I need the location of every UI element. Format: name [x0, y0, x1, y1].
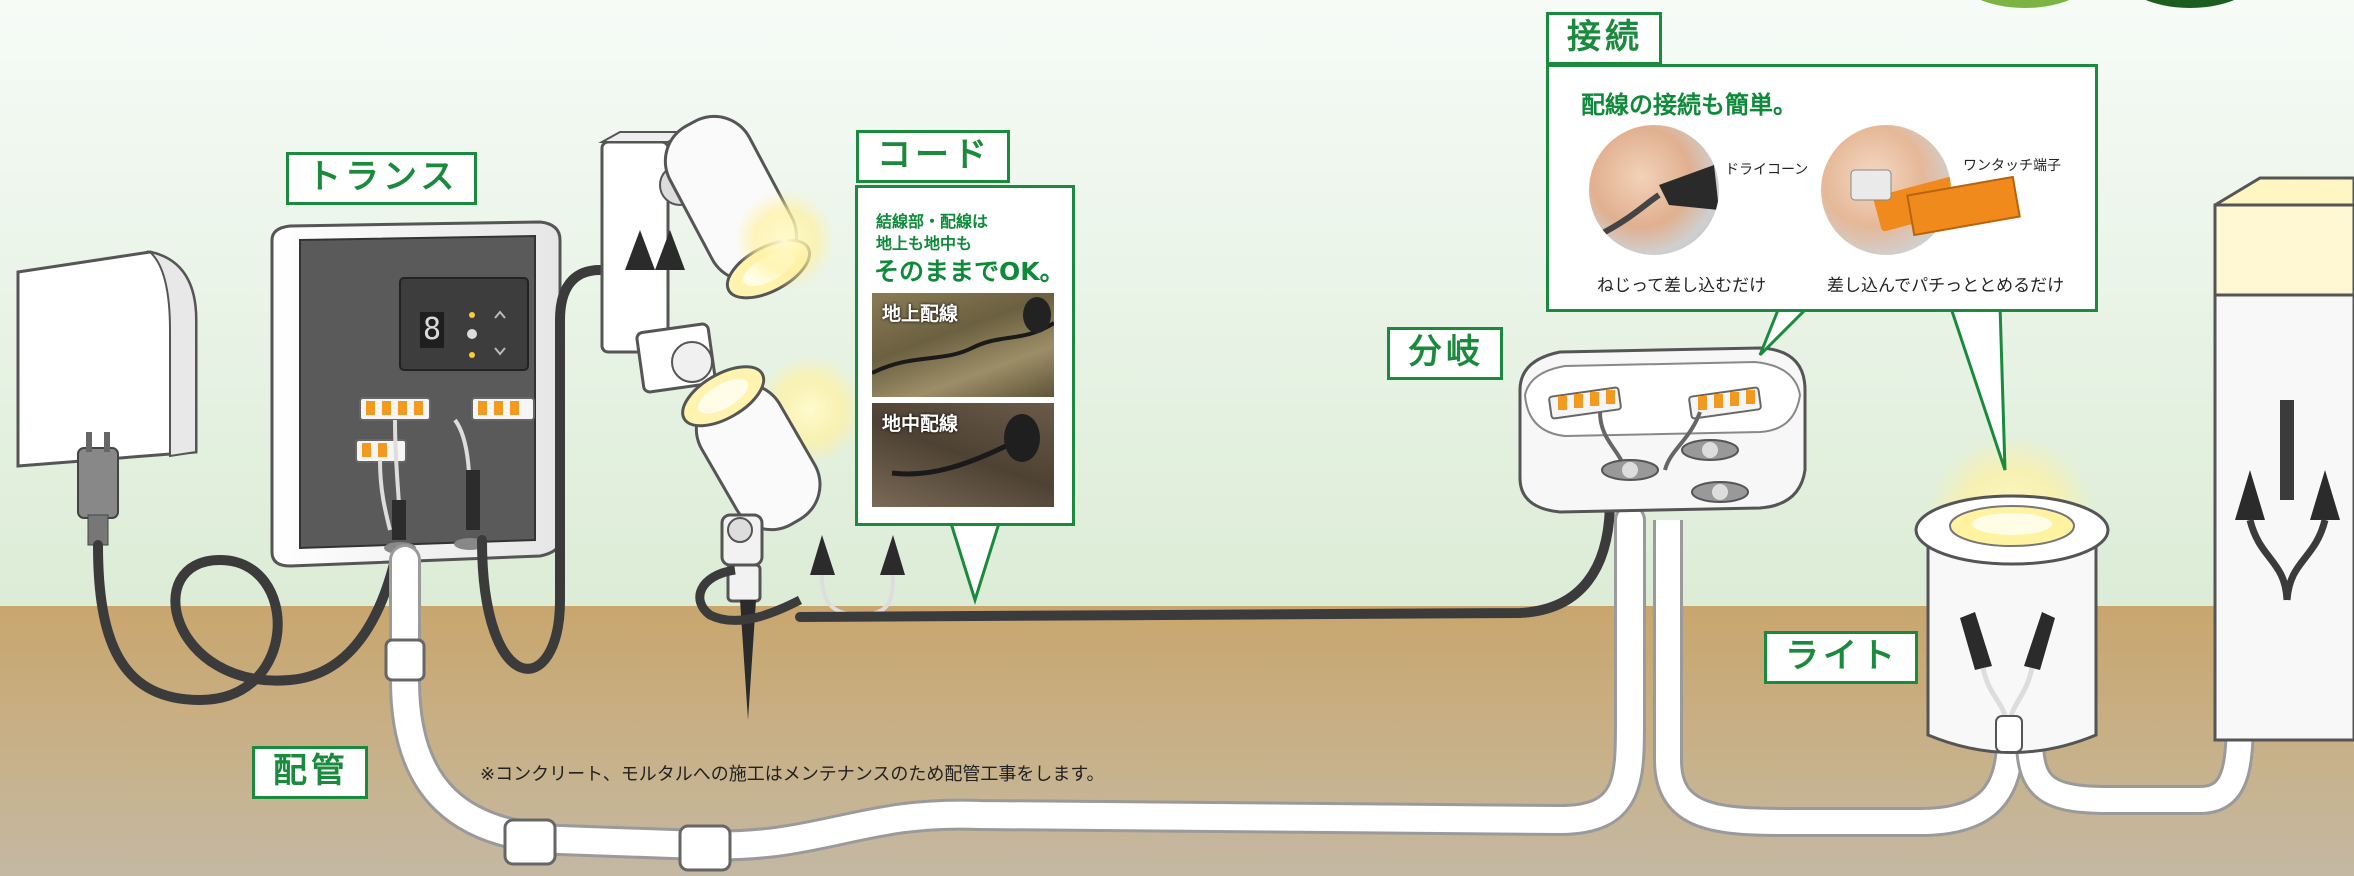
cord-callout: 結線部・配線は 地上も地中も そのままでOK。 地上配線 地中配線 — [855, 185, 1075, 526]
one-touch-terminal-name: ワンタッチ端子 — [1963, 158, 2061, 174]
transformer-label: トランス — [286, 152, 478, 206]
cable-to-wall-light — [477, 265, 605, 674]
conduit-couplings — [384, 638, 732, 872]
transformer-box — [270, 220, 562, 568]
cord-label: コード — [856, 130, 1010, 184]
dry-cone-photo — [1589, 125, 1719, 255]
bollard-light — [2213, 170, 2354, 742]
cord-callout-line1: 結線部・配線は — [876, 212, 989, 231]
cord-callout-pointer — [948, 519, 1002, 606]
transformer-display: 8 — [422, 312, 442, 347]
decor-circle-light — [1980, 0, 2070, 8]
one-touch-terminal-caption: 差し込んでパチっととめるだけ — [1827, 276, 2065, 296]
decor-circle-dark — [2145, 0, 2235, 8]
main-cable — [795, 495, 1615, 622]
conduit-main — [389, 504, 1646, 862]
connection-callout-pointer-right — [1948, 304, 2007, 471]
piping-label: 配管 — [252, 746, 368, 800]
installation-note: ※コンクリート、モルタルへの施工はメンテナンスのため配管工事をします。 — [480, 764, 1105, 785]
connection-callout-title: 配線の接続も簡単。 — [1581, 91, 1797, 119]
above-ground-caption: 地上配線 — [882, 303, 959, 325]
underground-wiring-photo: 地中配線 — [872, 403, 1054, 507]
underground-caption: 地中配線 — [882, 413, 959, 435]
connection-label: 接続 — [1546, 12, 1662, 66]
branch-label: 分岐 — [1387, 327, 1503, 381]
dry-cone-caption: ねじって差し込むだけ — [1597, 276, 1767, 296]
in-ground-light — [1914, 435, 2110, 754]
above-ground-wiring-photo: 地上配線 — [872, 293, 1054, 397]
outdoor-outlet — [16, 250, 198, 546]
dry-cone-name: ドライコーン — [1725, 162, 1809, 178]
power-cord — [93, 540, 400, 706]
spike-light — [681, 355, 905, 720]
light-label: ライト — [1764, 631, 1918, 685]
connection-callout: 配線の接続も簡単。 ドライコーン ねじって差し込むだけ ワンタッチ端子 差し込ん… — [1546, 64, 2098, 312]
cord-callout-line2: 地上も地中も — [876, 234, 973, 253]
branch-box — [1518, 346, 1807, 514]
cord-callout-headline: そのままでOK。 — [874, 257, 1065, 286]
connection-callout-pointer-left — [1758, 303, 1812, 357]
wall-light-fixture — [598, 114, 835, 394]
